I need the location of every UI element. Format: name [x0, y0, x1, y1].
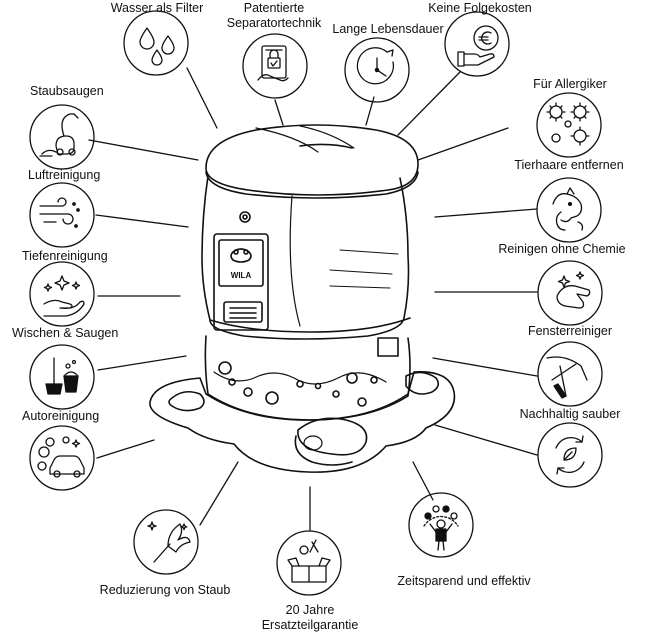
label-auto: Autoreinigung — [22, 409, 100, 423]
juggling-person-icon — [423, 505, 459, 551]
label-folgekosten: Keine Folgekosten — [428, 1, 532, 15]
label-tierhaare: Tierhaare entfernen — [514, 158, 624, 172]
label-separator-line-2: Separatortechnik — [226, 16, 322, 30]
virus-icon — [546, 102, 590, 146]
label-lebensdauer: Lange Lebensdauer — [332, 22, 444, 36]
feature-circles — [29, 10, 603, 596]
sparkle-cloth-icon — [556, 271, 591, 309]
water-drops-icon — [139, 27, 175, 66]
label-chemie: Reinigen ohne Chemie — [498, 242, 626, 256]
label-zeitsparend: Zeitsparend und effektiv — [397, 574, 531, 588]
label-wischen: Wischen & Saugen — [12, 326, 119, 340]
recycle-leaf-icon — [555, 435, 585, 475]
euro-coin-hand-icon — [457, 25, 499, 67]
label-garantie-line-2: Ersatzteilgarantie — [261, 618, 359, 632]
label-staubsaugen: Staubsaugen — [30, 84, 104, 98]
duster-icon — [147, 521, 191, 563]
sparkle-hand-icon — [43, 275, 85, 317]
label-separator: Patentierte Separatortechnik — [216, 1, 332, 31]
vacuum-cleaner-icon — [39, 113, 79, 157]
label-fenster: Fensterreiniger — [527, 324, 613, 338]
label-allergiker: Für Allergiker — [533, 77, 607, 91]
label-garantie: 20 Jahre Ersatzteilgarantie — [248, 603, 372, 633]
label-garantie-line-1: 20 Jahre — [285, 603, 335, 617]
label-luft: Luftreinigung — [28, 168, 101, 182]
label-staub: Reduzierung von Staub — [99, 583, 231, 597]
car-wash-icon — [37, 436, 85, 478]
spare-parts-box-icon — [287, 539, 331, 583]
label-wasser: Wasser als Filter — [110, 1, 204, 15]
patent-document-icon — [257, 45, 289, 82]
clock-icon — [356, 47, 395, 85]
device-brand-text: WILA — [231, 271, 252, 280]
mop-bucket-icon — [45, 357, 79, 395]
connector-lines — [88, 67, 538, 531]
pet-icon — [552, 187, 584, 231]
label-tiefen: Tiefenreinigung — [22, 249, 108, 263]
vacuum-device-illustration — [149, 124, 456, 473]
label-nachhaltig: Nachhaltig sauber — [519, 407, 621, 421]
window-squeegee-icon — [546, 356, 588, 399]
air-wind-icon — [39, 197, 80, 228]
label-separator-line-1: Patentierte — [243, 1, 305, 15]
